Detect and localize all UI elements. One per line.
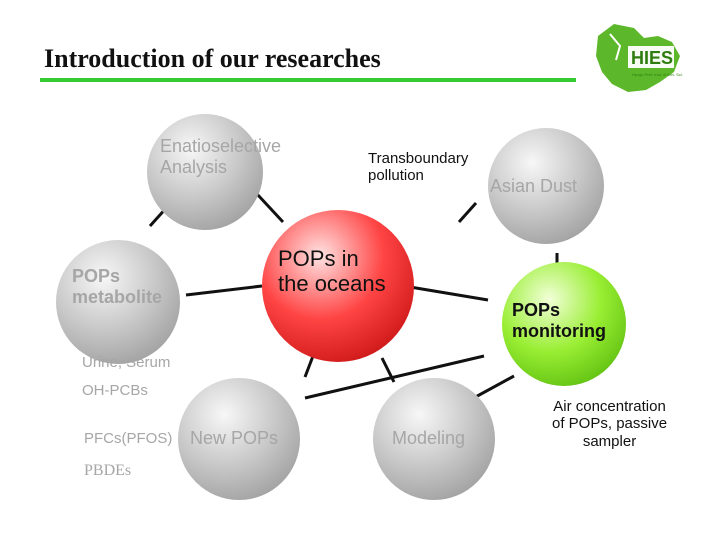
label-enantioselective: Enatioselective Analysis xyxy=(160,136,282,177)
page-title: Introduction of our researches xyxy=(44,44,381,73)
link-center-newpops xyxy=(303,355,315,378)
link-newpops-monitoring xyxy=(304,354,485,400)
label-metabolite: POPs metabolite xyxy=(72,266,163,307)
label-urine-serum: Urine, Serum xyxy=(82,354,171,371)
label-modeling: Modeling xyxy=(392,428,466,448)
label-new-pops: New POPs xyxy=(190,428,279,448)
hies-logo: HIES Hyogo Pref. Inst. of Env. Sci. xyxy=(588,16,688,100)
label-pbdes: PBDEs xyxy=(84,462,132,479)
label-oh-pcbs: OH-PCBs xyxy=(82,382,148,399)
title-underline xyxy=(40,78,576,82)
svg-text:HIES: HIES xyxy=(631,48,673,68)
svg-text:Hyogo Pref. Inst. of Env. Sci.: Hyogo Pref. Inst. of Env. Sci. xyxy=(632,72,683,77)
node-asian-dust xyxy=(488,128,604,244)
node-metabolite xyxy=(56,240,180,364)
label-center: POPs in the oceans xyxy=(278,246,386,297)
label-transboundary: Transboundary pollution xyxy=(368,150,469,185)
link-center-monitoring xyxy=(409,285,489,302)
label-pfcs: PFCs(PFOS) xyxy=(84,430,173,447)
label-air-concentration: Air concentration of POPs, passive sampl… xyxy=(552,398,668,450)
node-enantioselective xyxy=(147,114,263,230)
label-asian-dust: Asian Dust xyxy=(490,176,578,196)
link-enantio-center xyxy=(255,192,285,224)
link-asiandust-center xyxy=(457,201,478,224)
node-new-pops xyxy=(178,378,300,500)
node-pops-in-oceans xyxy=(262,210,414,362)
node-pops-monitoring xyxy=(502,262,626,386)
node-modeling xyxy=(373,378,495,500)
link-metabolite-center xyxy=(185,284,263,297)
label-monitoring: POPs monitoring xyxy=(512,300,606,341)
